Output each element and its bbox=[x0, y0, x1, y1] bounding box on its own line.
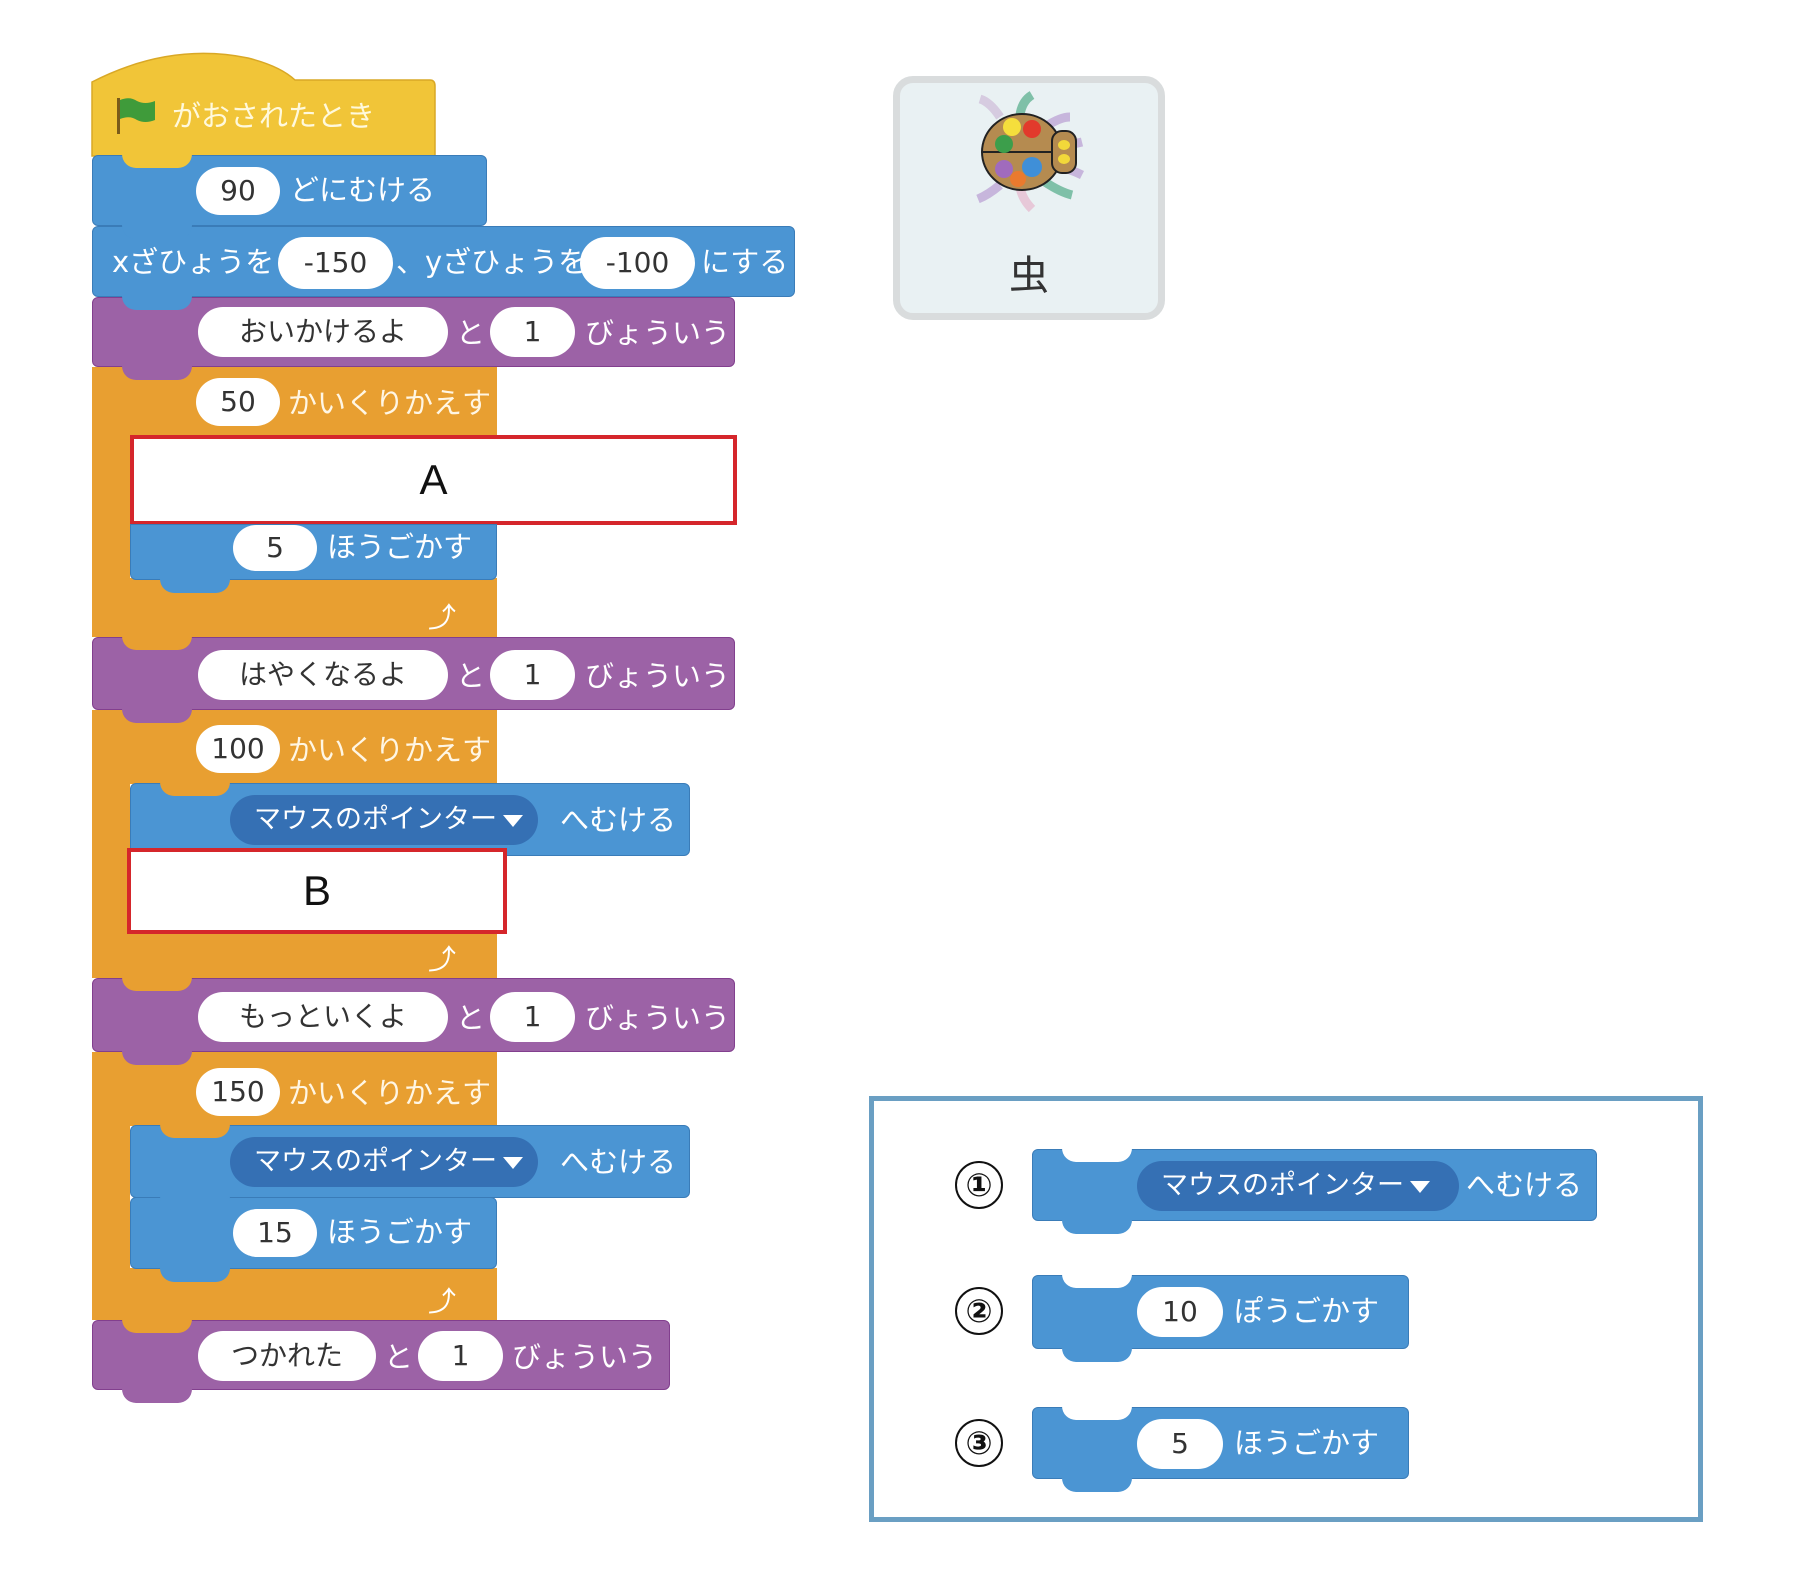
notch bbox=[1062, 1478, 1132, 1492]
notch bbox=[122, 154, 192, 168]
say-text-input[interactable]: もっといくよ bbox=[198, 992, 448, 1042]
when-flag-clicked-block[interactable] bbox=[90, 48, 440, 158]
notch bbox=[122, 1389, 192, 1403]
notch bbox=[160, 1196, 230, 1210]
notch bbox=[122, 636, 192, 650]
option-number-3: ③ bbox=[955, 1419, 1003, 1467]
say-and-label: と bbox=[456, 316, 486, 350]
say-for-secs-block-4[interactable] bbox=[92, 1320, 670, 1390]
slot-a-label: A bbox=[419, 456, 448, 503]
option-3-steps-input[interactable]: 5 bbox=[1137, 1419, 1223, 1469]
say-secs-input[interactable]: 1 bbox=[418, 1331, 503, 1381]
say-secs-input[interactable]: 1 bbox=[490, 992, 575, 1042]
dropdown-arrow-icon bbox=[1410, 1180, 1430, 1193]
sprite-card[interactable]: 虫 bbox=[893, 76, 1165, 320]
notch bbox=[1062, 1220, 1132, 1234]
repeat-arm bbox=[92, 1125, 130, 1270]
move-steps-input[interactable]: 15 bbox=[233, 1209, 317, 1257]
option-2-label: ぽうごかす bbox=[1234, 1294, 1380, 1328]
point-target-dropdown[interactable]: マウスのポインター bbox=[230, 795, 538, 845]
goto-y-label: 、yざひょうを bbox=[396, 245, 588, 279]
repeat-arm bbox=[92, 435, 130, 580]
say-and-label: と bbox=[384, 1340, 414, 1374]
option-1-label: へむける bbox=[1466, 1168, 1583, 1202]
beetle-icon bbox=[976, 91, 1085, 213]
say-secs-input[interactable]: 1 bbox=[490, 307, 575, 357]
notch bbox=[1062, 1148, 1132, 1162]
direction-input[interactable]: 90 bbox=[196, 167, 280, 215]
notch bbox=[122, 1319, 192, 1333]
say-suffix: びょういう bbox=[585, 316, 731, 350]
repeat-count-input[interactable]: 100 bbox=[196, 725, 280, 773]
y-input[interactable]: -100 bbox=[580, 237, 695, 289]
point-towards-label: へむける bbox=[560, 803, 677, 837]
dropdown-arrow-icon bbox=[503, 1156, 523, 1169]
move-steps-input[interactable]: 5 bbox=[233, 525, 317, 571]
notch bbox=[122, 366, 192, 380]
point-target-dropdown[interactable]: マウスのポインター bbox=[230, 1137, 538, 1187]
loop-arrow-icon: ⤴ bbox=[428, 601, 457, 634]
repeat-label: かいくりかえす bbox=[288, 733, 492, 767]
option-number-2: ② bbox=[955, 1287, 1003, 1335]
repeat-count-input[interactable]: 150 bbox=[196, 1068, 280, 1116]
notch bbox=[1062, 1406, 1132, 1420]
notch bbox=[122, 977, 192, 991]
option-2-steps-input[interactable]: 10 bbox=[1137, 1287, 1223, 1337]
goto-suffix: にする bbox=[701, 245, 789, 279]
sprite-name: 虫 bbox=[1009, 253, 1049, 299]
x-input[interactable]: -150 bbox=[278, 237, 393, 289]
say-text-input[interactable]: つかれた bbox=[198, 1331, 376, 1381]
point-towards-label: へむける bbox=[560, 1145, 677, 1179]
option-3-label: ほうごかす bbox=[1234, 1426, 1380, 1460]
repeat-count-input[interactable]: 50 bbox=[196, 378, 280, 426]
slot-b-label: B bbox=[302, 867, 331, 914]
option-number-1: ① bbox=[955, 1161, 1003, 1209]
say-text-input[interactable]: はやくなるよ bbox=[198, 650, 448, 700]
say-suffix: びょういう bbox=[585, 659, 731, 693]
notch bbox=[122, 225, 192, 239]
repeat-foot bbox=[92, 578, 497, 637]
say-and-label: と bbox=[456, 1001, 486, 1035]
notch bbox=[122, 1051, 192, 1065]
answer-slot-a[interactable]: A bbox=[130, 435, 737, 525]
say-text-input[interactable]: おいかけるよ bbox=[198, 307, 448, 357]
hat-label: がおされたとき bbox=[172, 99, 376, 133]
notch bbox=[160, 1124, 230, 1138]
say-and-label: と bbox=[456, 659, 486, 693]
notch bbox=[122, 709, 192, 723]
green-flag-icon bbox=[117, 98, 155, 134]
goto-x-label: xざひょうを bbox=[112, 245, 275, 279]
notch bbox=[160, 782, 230, 796]
point-in-direction-block[interactable] bbox=[92, 155, 487, 226]
say-suffix: びょういう bbox=[585, 1001, 731, 1035]
repeat-foot bbox=[92, 1268, 497, 1320]
repeat-arm bbox=[92, 783, 130, 923]
repeat-label: かいくりかえす bbox=[288, 386, 492, 420]
notch bbox=[160, 1268, 230, 1282]
notch bbox=[160, 579, 230, 593]
loop-arrow-icon: ⤴ bbox=[428, 943, 457, 976]
repeat-label: かいくりかえす bbox=[288, 1076, 492, 1110]
point-direction-label: どにむける bbox=[290, 173, 436, 207]
answer-options-box: ① マウスのポインター へむける ② 10 ぽうごかす ③ 5 ほうごかす bbox=[869, 1096, 1703, 1522]
say-suffix: びょういう bbox=[512, 1340, 658, 1374]
dropdown-arrow-icon bbox=[503, 814, 523, 827]
loop-arrow-icon: ⤴ bbox=[428, 1285, 457, 1318]
notch bbox=[1062, 1348, 1132, 1362]
say-secs-input[interactable]: 1 bbox=[490, 650, 575, 700]
notch bbox=[1062, 1274, 1132, 1288]
option-1-target-dropdown[interactable]: マウスのポインター bbox=[1137, 1161, 1459, 1211]
answer-slot-b[interactable]: B bbox=[127, 848, 507, 934]
move-label: ほうごかす bbox=[327, 1215, 473, 1249]
notch bbox=[122, 296, 192, 310]
move-label: ほうごかす bbox=[327, 530, 473, 564]
